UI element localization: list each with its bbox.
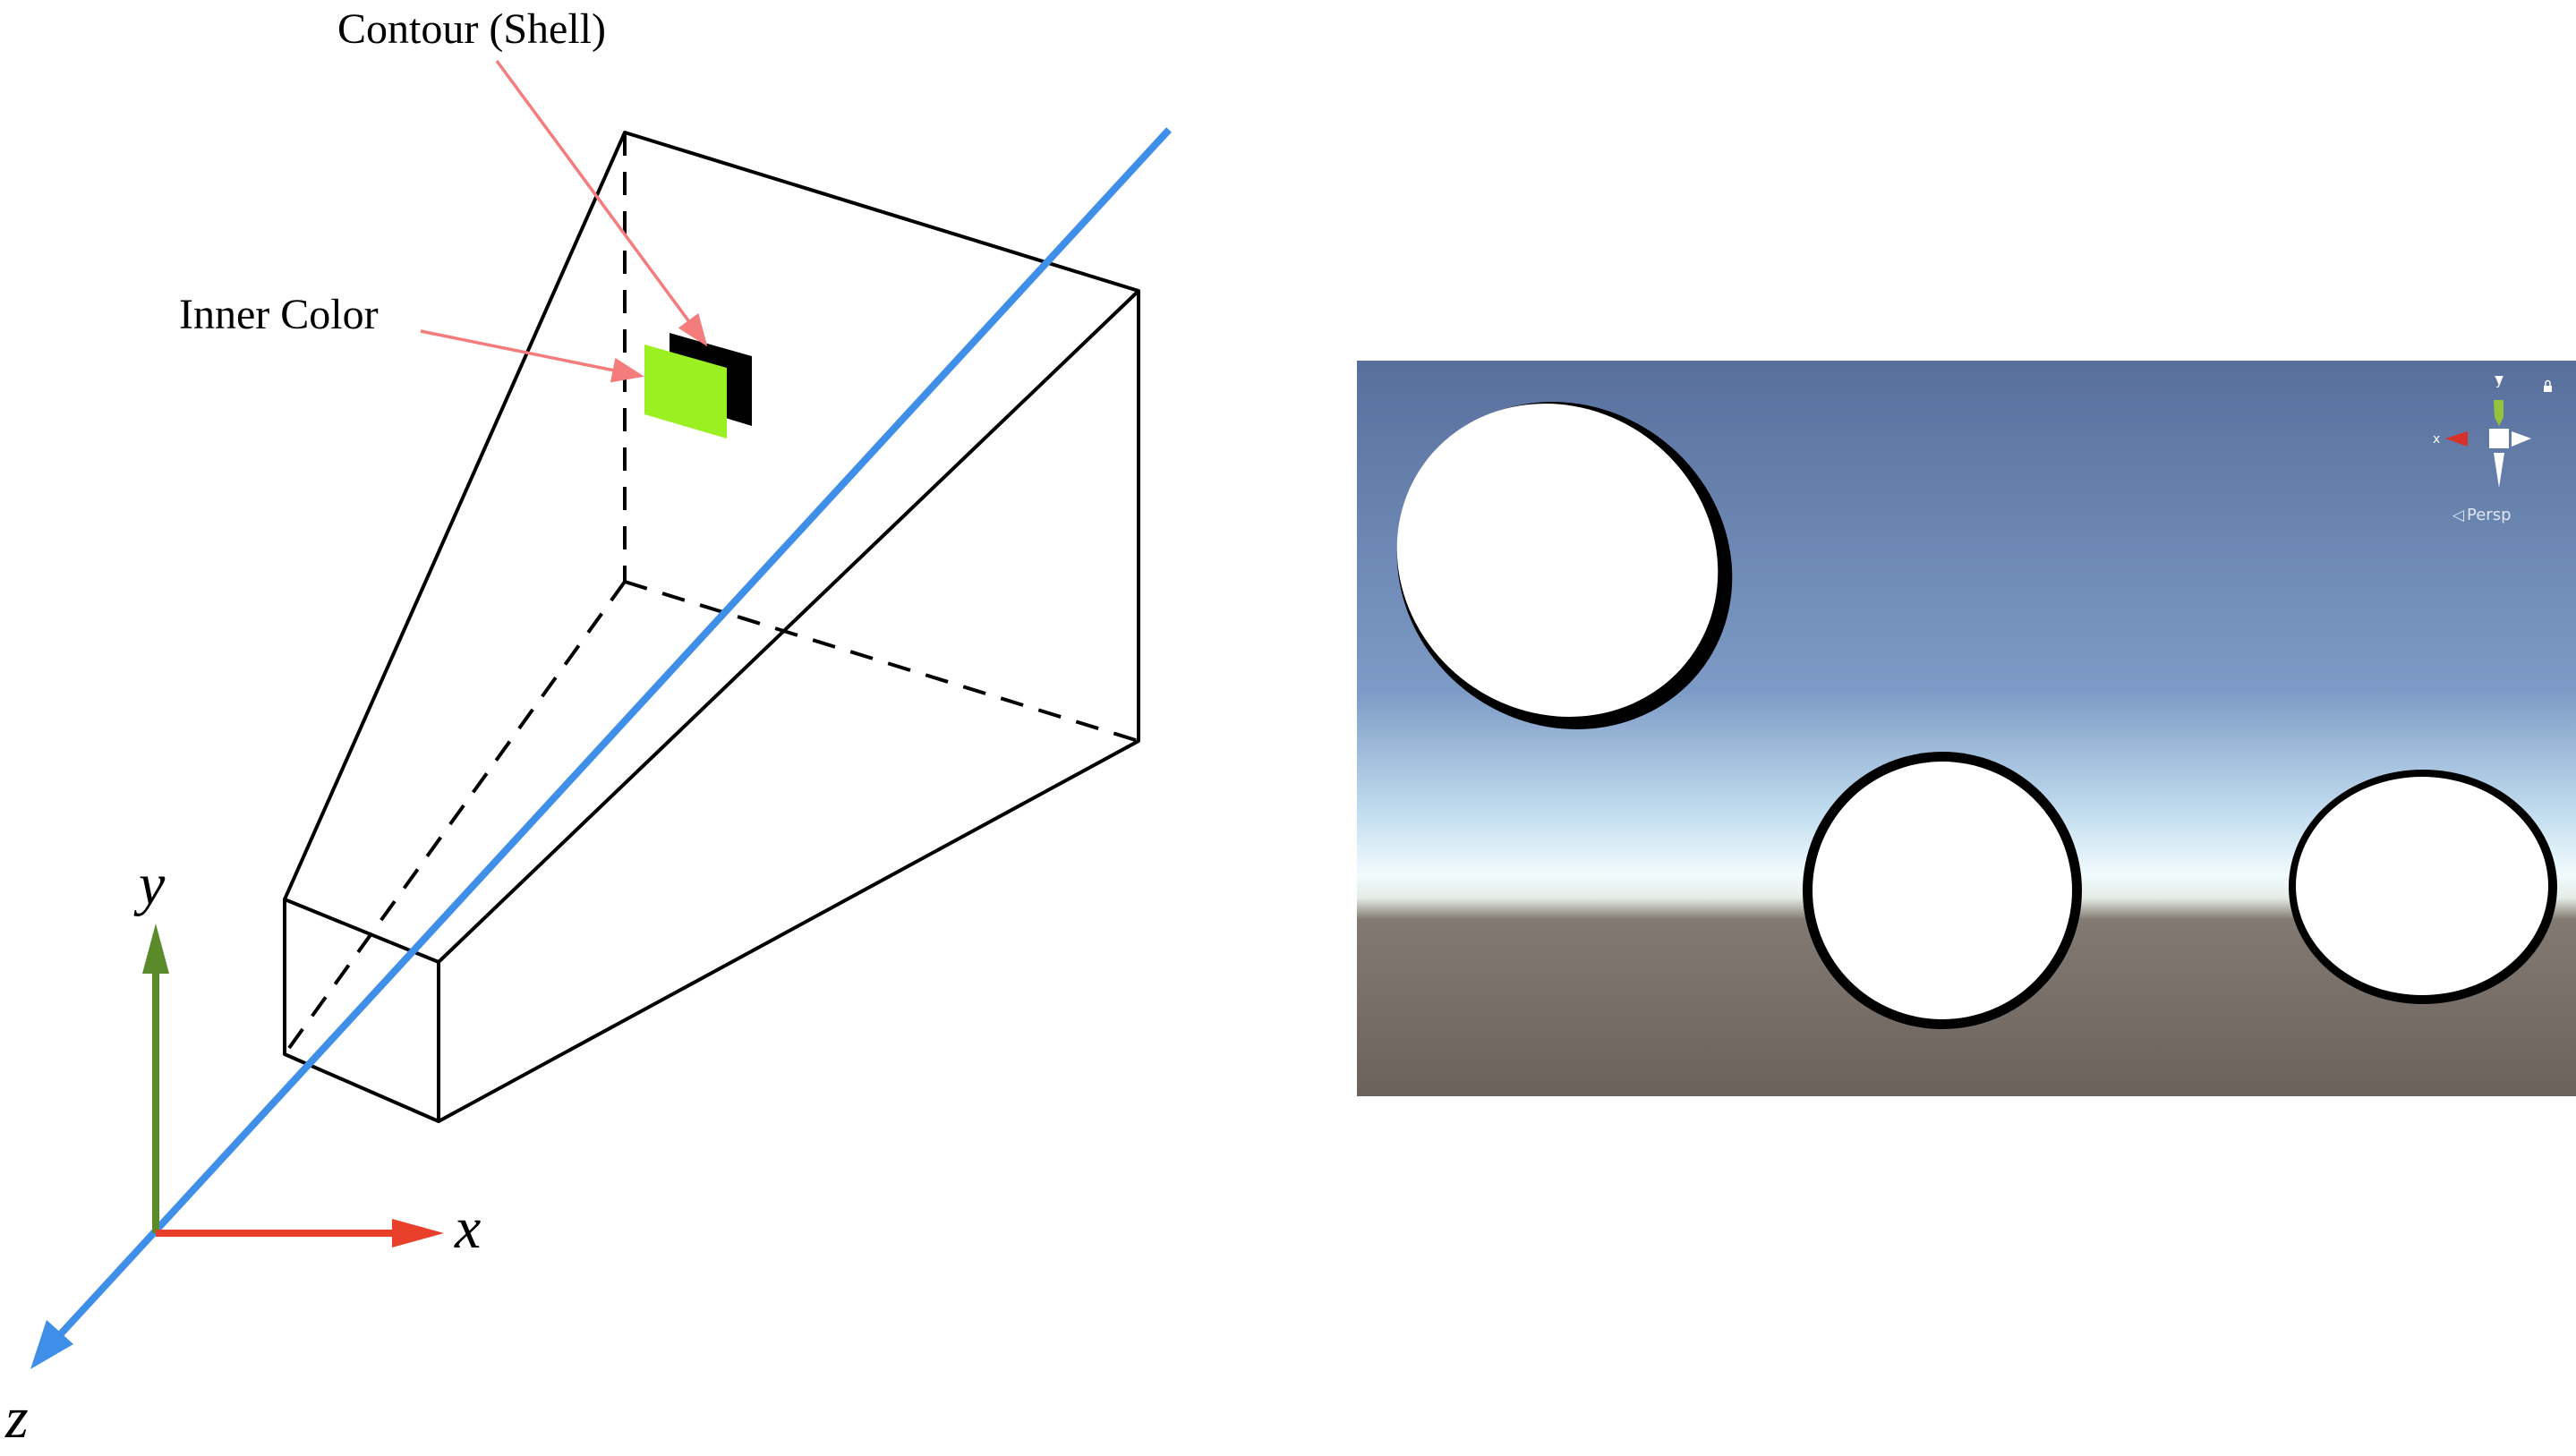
gizmo-center-cube[interactable] — [2489, 429, 2509, 448]
contour-annotation-arrow — [495, 59, 708, 347]
gizmo-x-label: x — [2433, 432, 2440, 447]
hidden-edges — [283, 132, 1139, 1056]
toon-circle-right — [2289, 770, 2557, 1004]
y-axis — [142, 924, 169, 1233]
visible-edges — [283, 131, 1140, 1123]
gizmo-x-cone[interactable] — [2445, 431, 2468, 447]
z-axis-label: z — [4, 1385, 29, 1451]
x-axis — [156, 1219, 444, 1247]
x-axis-label: x — [454, 1196, 481, 1261]
contour-label: Contour (Shell) — [337, 5, 606, 53]
inner-color-square — [644, 345, 727, 439]
gizmo-back-cone-down[interactable] — [2494, 453, 2504, 488]
gizmo-back-cone-right[interactable] — [2512, 431, 2531, 447]
y-axis-label: y — [133, 852, 166, 917]
inner-color-label: Inner Color — [179, 291, 379, 338]
gizmo-y-cone[interactable] — [2494, 400, 2503, 426]
gizmo-back-cone-up — [2495, 376, 2503, 383]
orientation-gizmo[interactable]: x y ◁ Persp — [2433, 374, 2552, 524]
inner-color-annotation-arrow — [420, 329, 644, 383]
toon-circle-middle — [1803, 752, 2082, 1029]
projection-toggle-icon[interactable]: ◁ — [2452, 507, 2465, 524]
toon-ellipse-tilted — [1396, 402, 1733, 729]
lock-icon[interactable] — [2544, 379, 2552, 393]
projection-label[interactable]: Persp — [2467, 506, 2512, 524]
gizmo-y-label: y — [2495, 374, 2503, 388]
frustum-diagram: y x z Contour (Shell) Inner Color — [4, 5, 1172, 1451]
scene-view-render: x y ◁ Persp — [1357, 361, 2576, 1096]
z-axis — [30, 127, 1172, 1369]
